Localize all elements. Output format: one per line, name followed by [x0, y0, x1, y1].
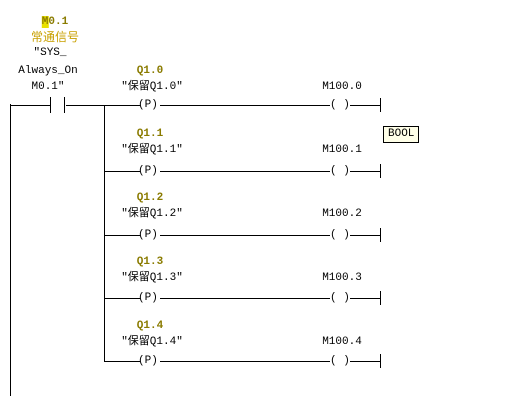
rung-end-bar — [380, 164, 381, 178]
rung-address: Q1.3 — [136, 256, 164, 268]
output-coil[interactable]: ( ) — [330, 165, 350, 177]
rung-wire-main-in — [10, 105, 50, 106]
output-coil[interactable]: ( ) — [330, 99, 350, 111]
p-edge-detector[interactable]: (P) — [138, 355, 158, 367]
contact-symbol-line-2: Always_On — [18, 65, 78, 77]
contact-comment: 常通信号 — [30, 30, 80, 44]
output-coil[interactable]: ( ) — [330, 229, 350, 241]
power-rail — [10, 104, 11, 396]
p-edge-detector[interactable]: (P) — [138, 292, 158, 304]
rung-symbol: "保留Q1.1" — [121, 144, 183, 156]
rung-address: Q1.2 — [136, 192, 164, 204]
rung-symbol: "保留Q1.0" — [121, 81, 183, 93]
rung-wire — [160, 235, 330, 236]
rung-wire — [350, 105, 380, 106]
rung-wire — [104, 235, 140, 236]
rung-wire — [350, 235, 380, 236]
address-rest: 0.1 — [48, 16, 69, 28]
p-edge-detector[interactable]: (P) — [138, 99, 158, 111]
rung-end-bar — [380, 291, 381, 305]
contact-address: M0.1 — [41, 16, 69, 28]
rung-wire — [350, 298, 380, 299]
coil-label: M100.3 — [322, 272, 362, 284]
rung-wire — [350, 361, 380, 362]
output-coil[interactable]: ( ) — [330, 292, 350, 304]
contact-right-bar — [64, 97, 65, 113]
no-contact-m0-1[interactable] — [48, 97, 68, 113]
contact-symbol-line-3: M0.1" — [31, 81, 65, 93]
output-coil[interactable]: ( ) — [330, 355, 350, 367]
rung-address: Q1.0 — [136, 65, 164, 77]
rung-address: Q1.4 — [136, 320, 164, 332]
contact-left-bar — [50, 97, 51, 113]
rung-wire — [160, 361, 330, 362]
rung-wire — [104, 105, 140, 106]
p-edge-detector[interactable]: (P) — [138, 165, 158, 177]
rung-symbol: "保留Q1.4" — [121, 336, 183, 348]
type-tooltip: BOOL — [383, 126, 420, 143]
rung-end-bar — [380, 354, 381, 368]
coil-label: M100.0 — [322, 81, 362, 93]
coil-label: M100.2 — [322, 208, 362, 220]
rung-wire — [160, 105, 330, 106]
contact-symbol-line-1: "SYS_ — [33, 47, 67, 59]
branch-bus — [104, 105, 105, 361]
address-cursor-char: M — [41, 16, 49, 28]
p-edge-detector[interactable]: (P) — [138, 229, 158, 241]
rung-symbol: "保留Q1.3" — [121, 272, 183, 284]
rung-wire — [104, 171, 140, 172]
rung-wire — [160, 298, 330, 299]
coil-label: M100.4 — [322, 336, 362, 348]
rung-address: Q1.1 — [136, 128, 164, 140]
rung-wire — [104, 298, 140, 299]
rung-wire — [350, 171, 380, 172]
rung-end-bar — [380, 98, 381, 112]
rung-symbol: "保留Q1.2" — [121, 208, 183, 220]
rung-end-bar — [380, 228, 381, 242]
rung-wire — [160, 171, 330, 172]
rung-wire — [104, 361, 140, 362]
coil-label: M100.1 — [322, 144, 362, 156]
rung-wire-main-out — [66, 105, 104, 106]
